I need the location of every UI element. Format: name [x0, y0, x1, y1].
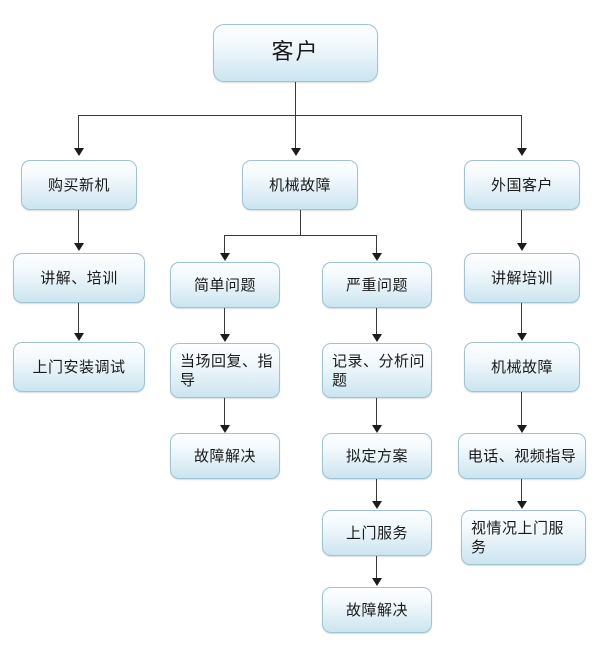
arrow-plan-to-onsite-icon — [372, 501, 382, 509]
connector-fault-to-simple — [224, 235, 225, 253]
node-serious-issue[interactable]: 严重问题 — [322, 262, 432, 308]
node-label: 故障解决 — [193, 446, 256, 465]
connector-buy-to-train — [78, 210, 79, 243]
connector-root-to-buy — [78, 115, 79, 148]
arrow-root-to-foreign-icon — [517, 148, 527, 156]
arrow-record-to-plan-icon — [372, 425, 382, 433]
arrow-onsite-to-resolved-icon — [372, 578, 382, 586]
arrow-guide-to-conditional-onsite-icon — [517, 501, 527, 509]
connector-root-stem — [295, 82, 296, 115]
connector-fault-stem — [300, 210, 301, 235]
node-foreign-customer[interactable]: 外国客户 — [464, 160, 580, 210]
connector-root-bus — [78, 115, 521, 116]
node-label: 简单问题 — [193, 275, 256, 294]
node-conditional-onsite-service[interactable]: 视情况上门服务 — [461, 510, 586, 565]
connector-plan-to-onsite — [376, 479, 377, 501]
connector-foreign-train-to-fault — [521, 303, 522, 333]
node-root-customer[interactable]: 客户 — [213, 24, 378, 82]
node-label: 上门安装调试 — [32, 357, 126, 376]
node-label: 上门服务 — [345, 523, 408, 542]
node-draft-plan[interactable]: 拟定方案 — [322, 433, 432, 479]
node-simple-issue[interactable]: 简单问题 — [170, 262, 280, 308]
node-onsite-reply-guidance[interactable]: 当场回复、指导 — [170, 343, 280, 398]
connector-root-to-fault — [295, 115, 296, 148]
node-buy-training[interactable]: 讲解、培训 — [13, 253, 145, 303]
node-label: 讲解、培训 — [40, 268, 118, 287]
node-foreign-training[interactable]: 讲解培训 — [464, 253, 580, 303]
arrow-reply-to-resolved-icon — [220, 425, 230, 433]
arrow-foreign-to-train-icon — [517, 243, 527, 251]
node-label: 视情况上门服务 — [471, 519, 565, 556]
connector-simple-to-reply — [224, 308, 225, 334]
node-label: 机械故障 — [268, 175, 331, 194]
connector-record-to-plan — [376, 398, 377, 425]
node-onsite-installation[interactable]: 上门安装调试 — [13, 342, 145, 392]
connector-train-to-install — [78, 303, 79, 333]
node-label: 拟定方案 — [345, 446, 408, 465]
node-mechanical-fault[interactable]: 机械故障 — [242, 160, 358, 210]
node-label: 电话、视频指导 — [467, 446, 577, 465]
node-phone-video-guidance[interactable]: 电话、视频指导 — [458, 433, 586, 479]
arrow-fault-to-serious-icon — [372, 253, 382, 261]
connector-fault-bus — [224, 235, 376, 236]
arrow-root-to-buy-icon — [74, 148, 84, 156]
connector-foreign-to-train — [521, 210, 522, 243]
connector-foreign-fault-to-guide — [521, 392, 522, 425]
arrow-simple-to-reply-icon — [220, 334, 230, 342]
node-label: 故障解决 — [345, 600, 408, 619]
arrow-foreign-fault-to-guide-icon — [517, 425, 527, 433]
node-foreign-mechanical-fault[interactable]: 机械故障 — [464, 342, 580, 392]
connector-root-to-foreign — [521, 115, 522, 148]
node-label: 讲解培训 — [490, 268, 553, 287]
node-buy-new-machine[interactable]: 购买新机 — [21, 160, 137, 210]
connector-fault-to-serious — [376, 235, 377, 253]
node-serious-fault-resolved[interactable]: 故障解决 — [322, 587, 432, 633]
node-label: 购买新机 — [47, 175, 110, 194]
node-label: 机械故障 — [490, 357, 553, 376]
arrow-fault-to-simple-icon — [220, 253, 230, 261]
connector-guide-to-conditional-onsite — [521, 479, 522, 501]
node-label: 当场回复、指导 — [180, 352, 274, 389]
arrow-root-to-fault-icon — [291, 148, 301, 156]
connector-reply-to-resolved — [224, 398, 225, 425]
node-onsite-service[interactable]: 上门服务 — [322, 510, 432, 556]
node-label: 外国客户 — [490, 175, 553, 194]
node-label: 记录、分析问题 — [332, 352, 426, 389]
node-simple-fault-resolved[interactable]: 故障解决 — [170, 433, 280, 479]
connector-onsite-to-resolved — [376, 556, 377, 578]
arrow-train-to-install-icon — [74, 333, 84, 341]
arrow-buy-to-train-icon — [74, 243, 84, 251]
arrow-serious-to-record-icon — [372, 334, 382, 342]
node-label: 客户 — [271, 39, 320, 65]
connector-serious-to-record — [376, 308, 377, 334]
node-label: 严重问题 — [345, 275, 408, 294]
arrow-foreign-train-to-fault-icon — [517, 333, 527, 341]
node-record-analyze-issue[interactable]: 记录、分析问题 — [322, 343, 432, 398]
